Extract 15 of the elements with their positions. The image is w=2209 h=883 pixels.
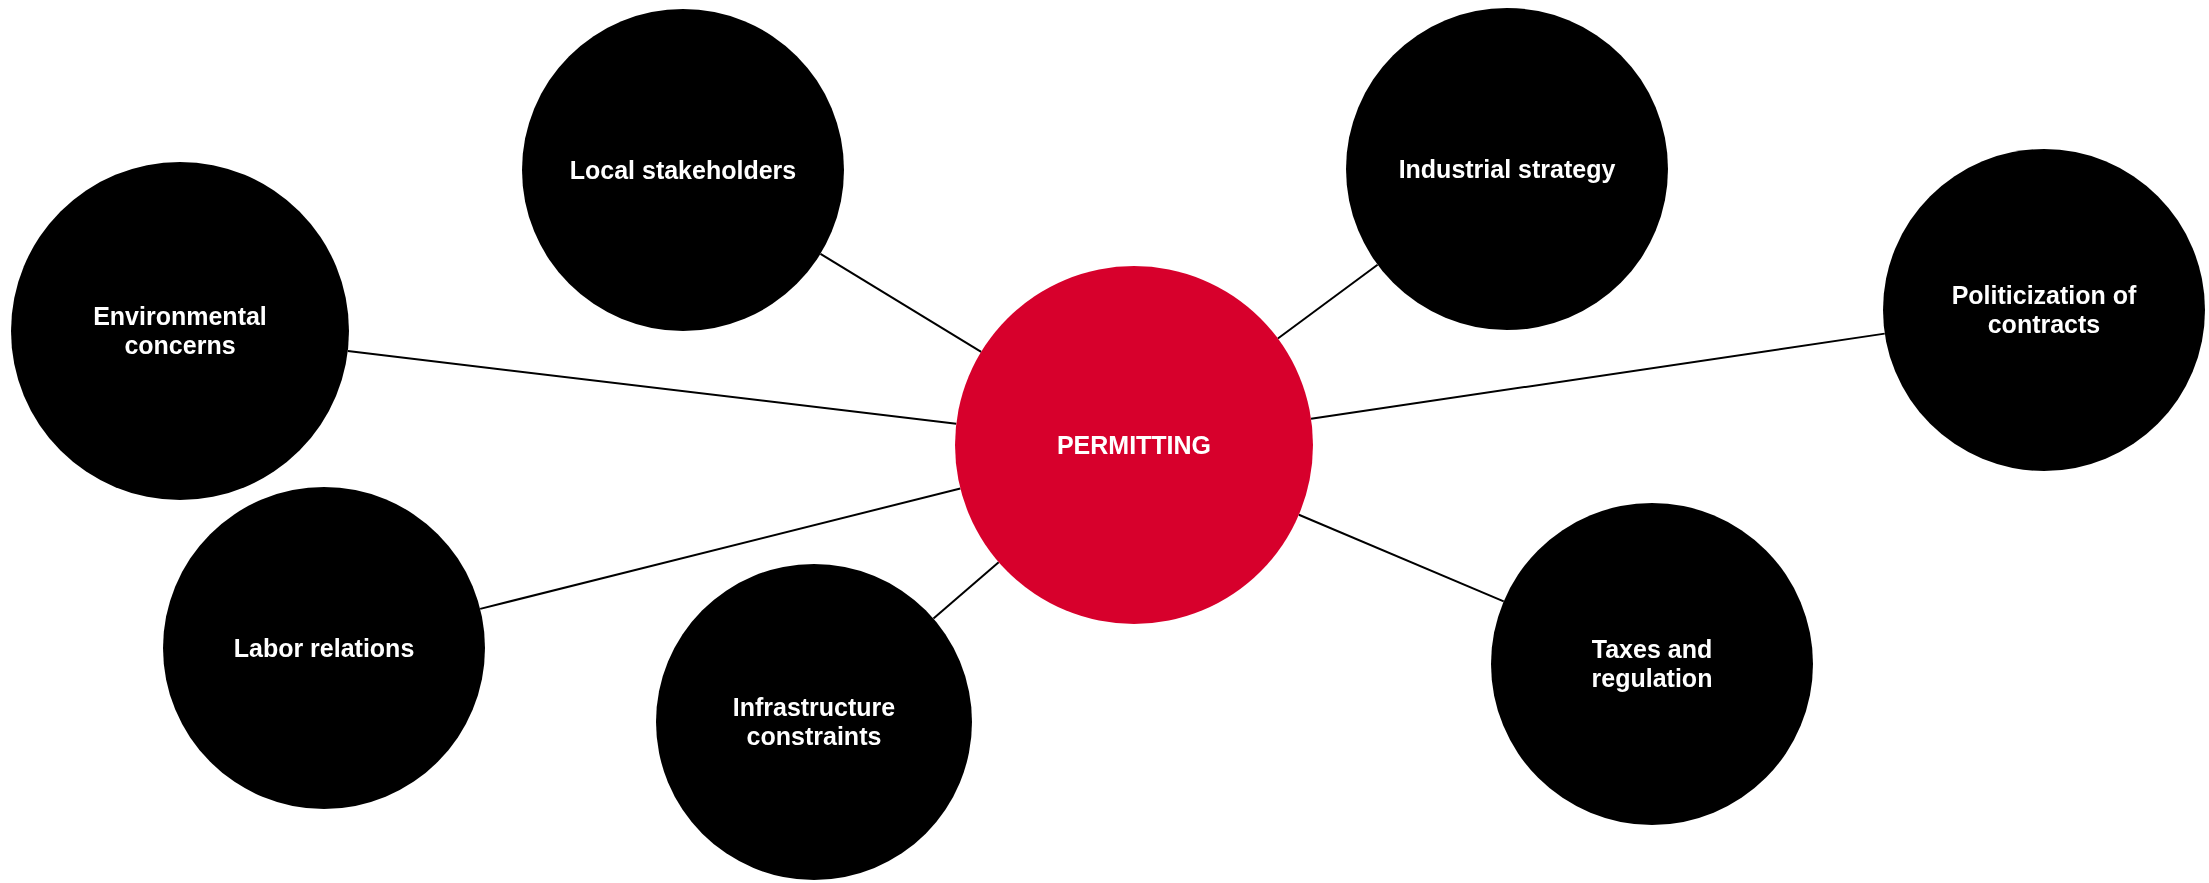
- connector-line: [1297, 513, 1505, 603]
- circle-label: Local stakeholders: [569, 155, 797, 185]
- connector-line: [819, 252, 983, 353]
- circle-label: Environmental concerns: [92, 302, 268, 360]
- connector-line: [1276, 263, 1379, 340]
- circle-label: Labor relations: [233, 633, 415, 663]
- connector-line: [932, 561, 1000, 620]
- circle-label: Taxes and regulation: [1590, 635, 1714, 693]
- circle-label: PERMITTING: [1056, 430, 1212, 460]
- connector-line: [346, 350, 958, 425]
- connector-line: [1310, 332, 1886, 420]
- circle-label: Industrial strategy: [1398, 154, 1616, 184]
- circle-label: Infrastructure constraints: [731, 693, 897, 751]
- circle-label: Politicization of contracts: [1950, 281, 2138, 339]
- connector-line: [479, 487, 962, 610]
